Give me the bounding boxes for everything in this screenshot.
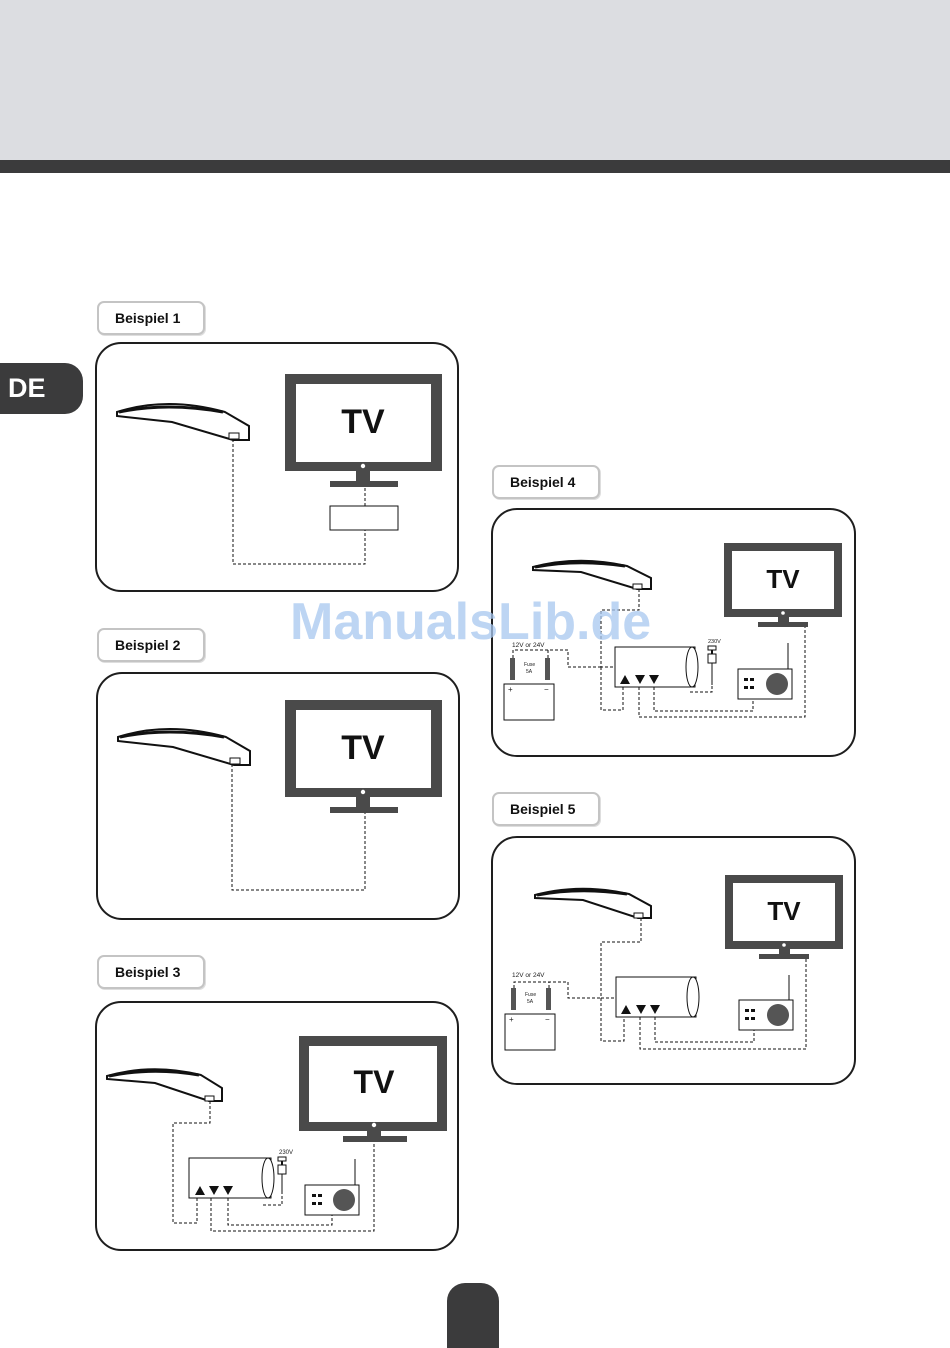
header-rule bbox=[0, 160, 950, 173]
mains-voltage-label: 230V bbox=[279, 1150, 293, 1156]
example-1-diagram: TV bbox=[95, 342, 459, 592]
splitter-amplifier-icon bbox=[189, 1158, 274, 1198]
example-3-diagram: TV 230V bbox=[95, 1001, 459, 1251]
satellite-antenna-icon bbox=[535, 889, 651, 918]
radio-icon bbox=[305, 1159, 359, 1215]
battery-icon: 12V or 24V + − Fuse 5A bbox=[504, 642, 554, 720]
tv-label: TV bbox=[341, 729, 385, 767]
tv-label: TV bbox=[767, 896, 801, 926]
example-4-label: Beispiel 4 bbox=[492, 465, 600, 499]
mains-voltage-label: 230V bbox=[708, 639, 721, 645]
example-5-diagram: TV 12V or 24V + − Fuse 5A bbox=[491, 836, 856, 1085]
example-2-svg: TV bbox=[98, 674, 462, 922]
battery-plus: + bbox=[508, 685, 513, 694]
fuse-rating: 5A bbox=[527, 999, 534, 1005]
tv-icon: TV bbox=[725, 875, 843, 959]
satellite-antenna-icon bbox=[117, 404, 249, 440]
satellite-antenna-icon bbox=[118, 729, 250, 765]
example-3-label: Beispiel 3 bbox=[97, 955, 205, 989]
battery-minus: − bbox=[544, 685, 549, 694]
battery-voltage-label: 12V or 24V bbox=[512, 972, 545, 979]
battery-plus: + bbox=[509, 1015, 514, 1024]
example-5-svg: TV 12V or 24V + − Fuse 5A bbox=[493, 838, 858, 1087]
radio-icon bbox=[739, 975, 793, 1030]
power-plug-icon: 230V bbox=[278, 1150, 293, 1193]
fuse-rating: 5A bbox=[526, 669, 533, 675]
battery-icon: 12V or 24V + − Fuse 5A bbox=[505, 972, 555, 1050]
tv-icon: TV bbox=[299, 1036, 447, 1142]
page-number-tab bbox=[447, 1283, 499, 1348]
example-2-diagram: TV bbox=[96, 672, 460, 920]
example-1-label: Beispiel 1 bbox=[97, 301, 205, 335]
header-band bbox=[0, 0, 950, 160]
tv-label: TV bbox=[354, 1064, 396, 1100]
tv-icon: TV bbox=[724, 543, 842, 627]
battery-minus: − bbox=[545, 1015, 550, 1024]
tv-label: TV bbox=[341, 403, 385, 441]
fuse-label: Fuse bbox=[524, 662, 535, 668]
watermark: ManualsLib.de bbox=[290, 592, 670, 652]
satellite-antenna-icon bbox=[107, 1069, 222, 1101]
example-1-svg: TV bbox=[97, 344, 461, 594]
example-2-label: Beispiel 2 bbox=[97, 628, 205, 662]
satellite-antenna-icon bbox=[533, 561, 651, 589]
tv-label: TV bbox=[766, 564, 800, 594]
fuse-label: Fuse bbox=[525, 992, 536, 998]
language-tab: DE bbox=[0, 363, 83, 414]
example-5-label: Beispiel 5 bbox=[492, 792, 600, 826]
tv-icon: TV bbox=[285, 700, 442, 813]
splitter-amplifier-icon bbox=[615, 647, 698, 687]
tv-icon: TV bbox=[285, 374, 442, 487]
radio-icon bbox=[738, 643, 792, 699]
power-plug-icon: 230V bbox=[708, 639, 721, 685]
receiver-box-icon bbox=[330, 506, 398, 530]
splitter-amplifier-icon bbox=[616, 977, 699, 1017]
example-3-svg: TV 230V bbox=[97, 1003, 461, 1253]
